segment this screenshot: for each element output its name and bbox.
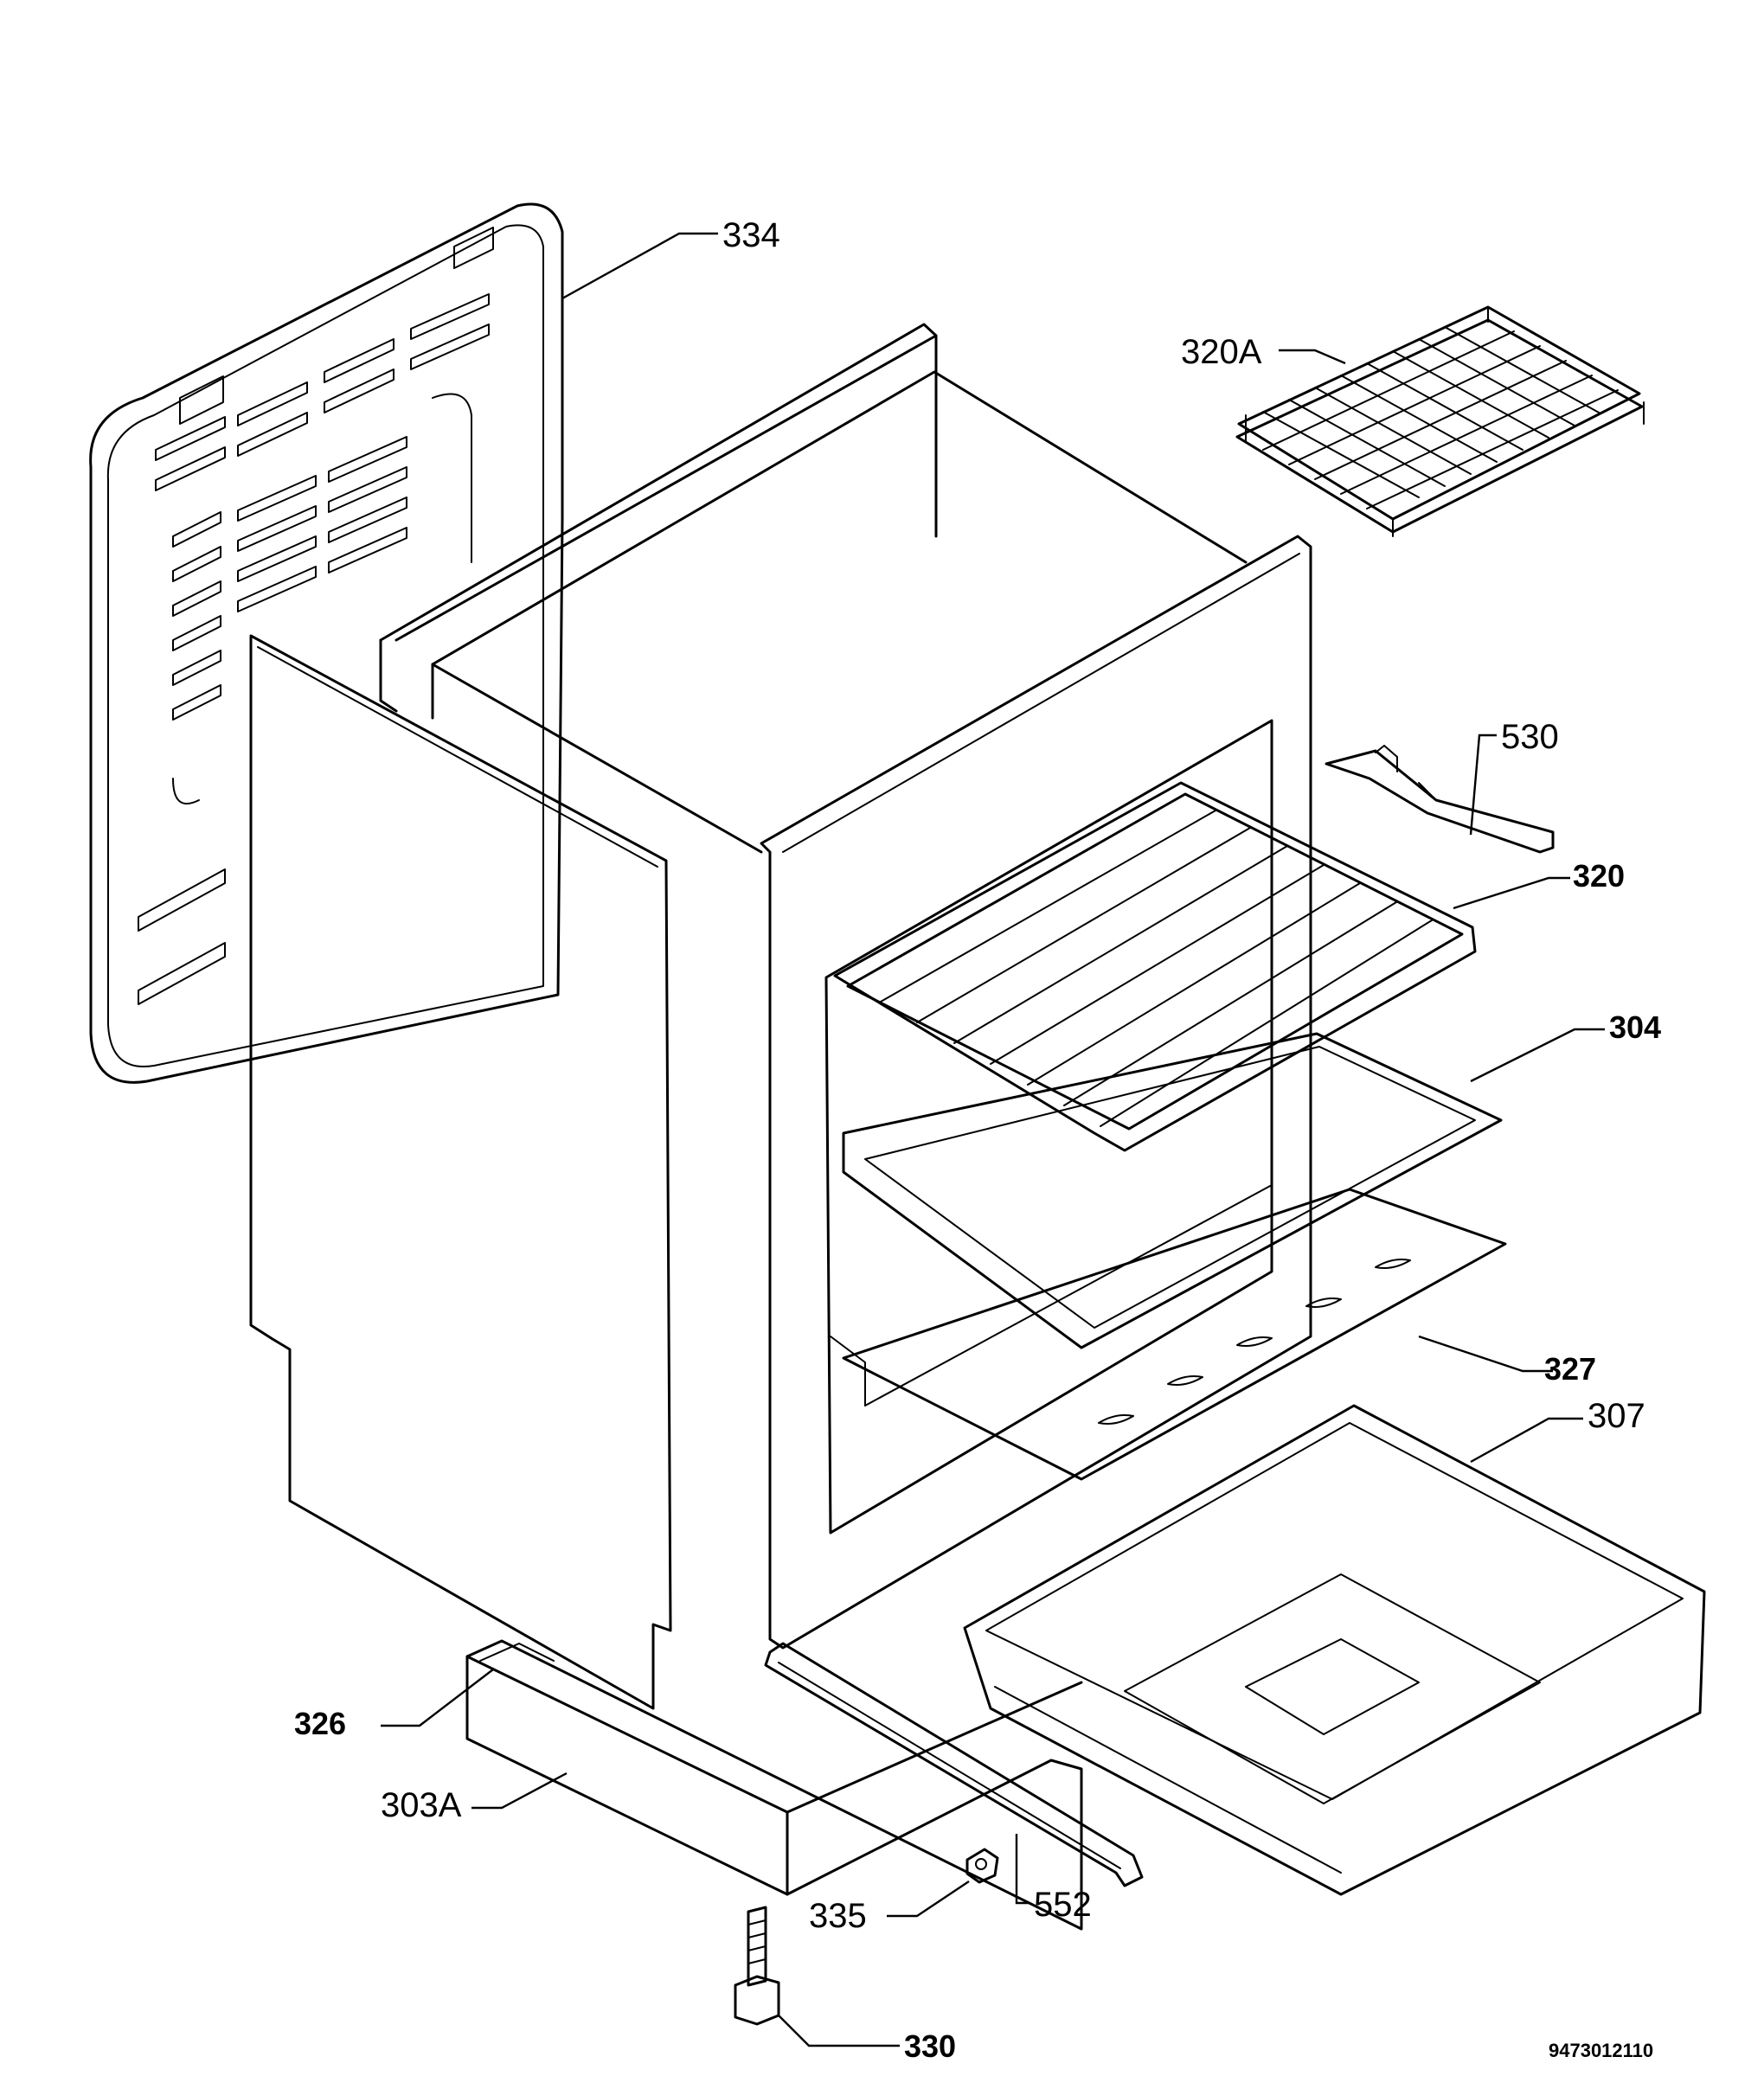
part-320a-wire-rack — [1235, 305, 1645, 537]
drawing-code: 9473012110 — [1549, 2040, 1653, 2061]
part-326-side-panel — [249, 634, 672, 1710]
part-330-foot — [734, 1906, 780, 2026]
part-530-runner — [1325, 745, 1555, 854]
part-307-drawer-tray — [963, 1404, 1706, 1896]
label-330: 330 — [904, 2028, 956, 2064]
part-552-rail — [764, 1642, 1144, 1887]
label-304: 304 — [1609, 1009, 1661, 1045]
part-334-back-panel — [89, 202, 564, 1084]
label-327: 327 — [1544, 1351, 1596, 1387]
label-326: 326 — [294, 1706, 346, 1741]
label-552: 552 — [1034, 1886, 1092, 1924]
label-320a: 320A — [1181, 333, 1262, 371]
label-303a: 303A — [381, 1786, 462, 1824]
label-335: 335 — [809, 1897, 867, 1935]
part-335-screw — [965, 1848, 999, 1884]
label-307: 307 — [1588, 1397, 1645, 1435]
label-530: 530 — [1501, 718, 1559, 756]
part-327-bottom-plate — [842, 1188, 1507, 1481]
part-320-oven-shelf — [833, 781, 1477, 1152]
label-334: 334 — [722, 216, 780, 254]
part-303a-plinth — [465, 1639, 1083, 1931]
label-320: 320 — [1573, 858, 1625, 894]
part-304-tray — [842, 1032, 1503, 1349]
oven-cavity-housing — [379, 323, 1312, 1650]
leader-lines — [381, 232, 1605, 2047]
